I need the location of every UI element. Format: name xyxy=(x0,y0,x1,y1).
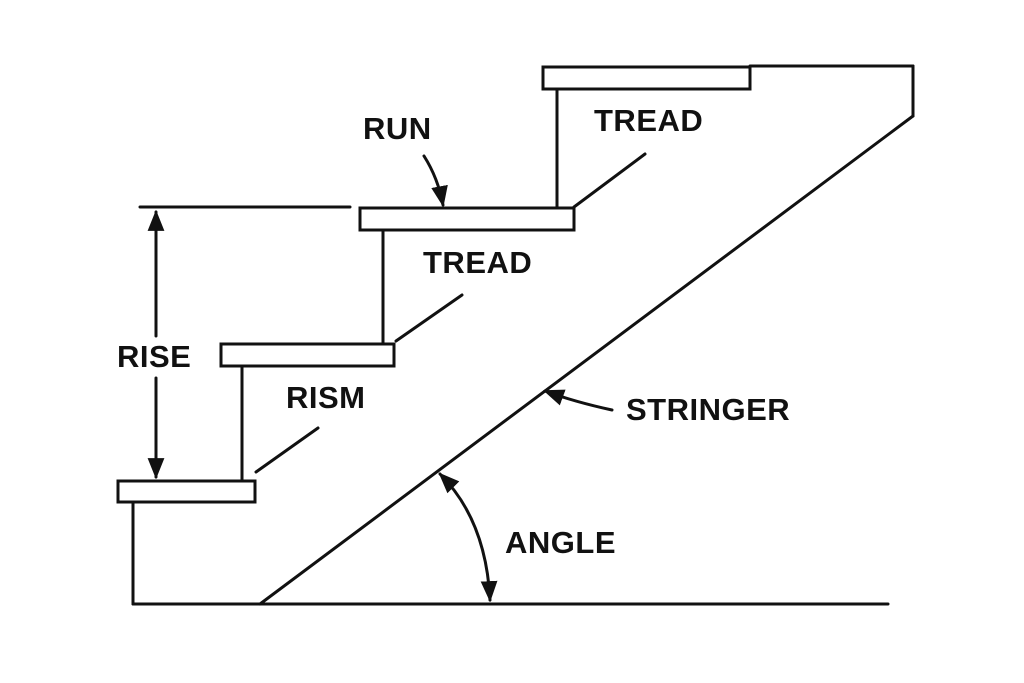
stringer-notch-line-1 xyxy=(254,426,320,474)
tread-label-top: TREAD xyxy=(594,103,703,138)
tread-board-2 xyxy=(219,342,396,368)
tread-board-1 xyxy=(116,479,257,504)
stringer-notch-line-3 xyxy=(572,152,647,209)
stringer-arrow xyxy=(543,389,614,412)
stringer-notch-line-2 xyxy=(394,293,464,343)
stringer-line xyxy=(258,114,915,606)
stringer-label: STRINGER xyxy=(626,392,790,427)
run-label: RUN xyxy=(363,111,432,146)
tread-label-middle: TREAD xyxy=(423,245,532,280)
rise-label: RISE xyxy=(117,339,191,374)
angle-label: ANGLE xyxy=(505,525,616,560)
tread-board-4 xyxy=(541,65,752,91)
tread-board-3 xyxy=(358,206,576,232)
angle-arc xyxy=(438,472,498,603)
rism-label: RISM xyxy=(286,380,366,415)
run-arrow xyxy=(422,154,448,208)
